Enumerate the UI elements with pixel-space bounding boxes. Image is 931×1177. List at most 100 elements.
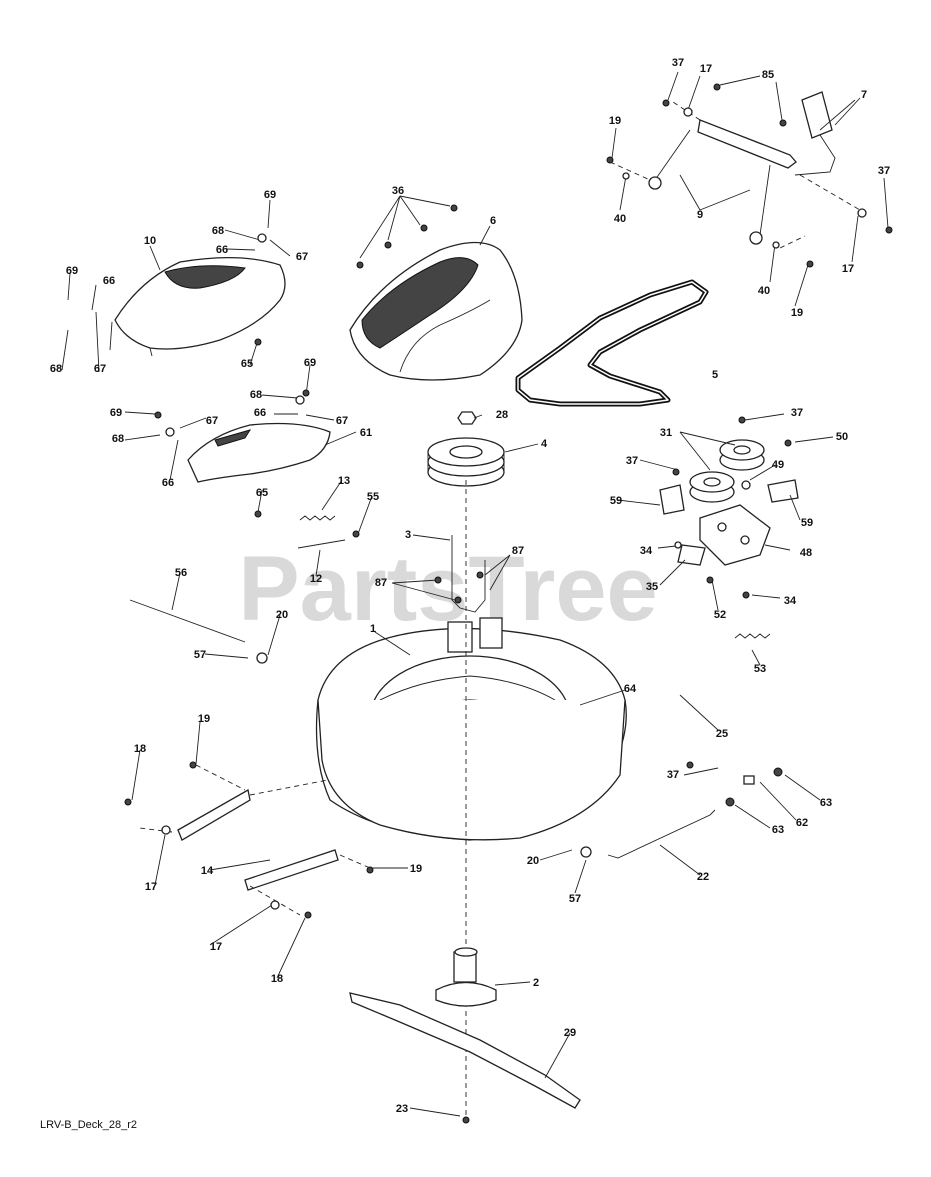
small-rod-part [297,539,346,549]
callout-10: 10 [144,235,156,247]
callout-57b: 57 [569,893,581,905]
callout-29: 29 [564,1027,576,1039]
callout-59: 59 [610,495,622,507]
callout-18b: 18 [271,973,283,985]
callout-48: 48 [800,547,812,559]
callout-23: 23 [396,1103,408,1115]
callout-61: 61 [360,427,372,439]
callout-labels: 37 17 85 7 19 37 40 9 17 40 19 36 6 69 6… [50,57,890,1115]
callout-52: 52 [714,609,726,621]
callout-14: 14 [201,865,214,877]
callout-18: 18 [134,743,146,755]
callout-69d: 69 [110,407,122,419]
lower-cover-part [187,422,331,483]
spring-part [734,633,771,639]
callout-19: 19 [609,115,621,127]
cover-part [349,241,523,381]
callout-19d: 19 [410,863,422,875]
callout-64: 64 [624,683,637,695]
callout-68: 68 [212,225,224,237]
callout-67b: 67 [94,363,106,375]
callout-67c: 67 [336,415,348,427]
callout-34: 34 [640,545,653,557]
callout-17: 17 [700,63,712,75]
idler-bracket-part [659,479,799,566]
idler-pulley-part [689,439,765,503]
callout-5: 5 [712,369,718,381]
callout-49: 49 [772,459,784,471]
callout-37c: 37 [791,407,803,419]
callout-57: 57 [194,649,206,661]
callout-36: 36 [392,185,404,197]
callout-67d: 67 [206,415,218,427]
hardware-parts [124,83,893,1124]
callout-65: 65 [241,358,253,370]
right-rod-part [607,809,716,859]
callout-17d: 17 [210,941,222,953]
callout-17c: 17 [145,881,157,893]
callout-13: 13 [338,475,350,487]
callout-66b: 66 [103,275,115,287]
callout-1: 1 [370,623,376,635]
callout-12: 12 [310,573,322,585]
belt-part [515,279,709,407]
callout-4: 4 [541,438,548,450]
spindle-part [435,947,497,1007]
callout-55: 55 [367,491,379,503]
callout-6: 6 [490,215,496,227]
callout-63b: 63 [772,824,784,836]
callout-35: 35 [646,581,658,593]
callout-67: 67 [296,251,308,263]
pulley-part [427,437,505,487]
callout-53: 53 [754,663,766,675]
callout-28: 28 [496,409,508,421]
callout-56: 56 [175,567,187,579]
callout-40b: 40 [758,285,770,297]
callout-87b: 87 [375,577,387,589]
callout-19b: 19 [791,307,803,319]
callout-62: 62 [796,817,808,829]
callout-50: 50 [836,431,848,443]
callout-40: 40 [614,213,626,225]
callout-7: 7 [861,89,867,101]
lift-linkage-part [609,91,861,249]
callout-37e: 37 [667,769,679,781]
spring-part-13 [299,515,336,521]
callout-66c: 66 [254,407,266,419]
blade-part [349,992,581,1109]
rod-part [451,535,486,613]
callout-17b: 17 [842,263,854,275]
callout-34b: 34 [784,595,797,607]
callout-68b: 68 [50,363,62,375]
callout-25: 25 [716,728,728,740]
callout-20b: 20 [527,855,539,867]
callout-20: 20 [276,609,288,621]
callout-69: 69 [264,189,276,201]
callout-66d: 66 [162,477,174,489]
callout-3: 3 [405,529,411,541]
callout-9: 9 [697,209,703,221]
callout-37b: 37 [878,165,890,177]
callout-59b: 59 [801,517,813,529]
callout-87: 87 [512,545,524,557]
bracket-part [139,764,371,916]
deck-part [315,617,627,841]
nut-part [457,411,477,425]
callout-85: 85 [762,69,774,81]
left-rod-part [129,599,246,643]
callout-2: 2 [533,977,539,989]
drawing-code: LRV-B_Deck_28_r2 [40,1119,137,1131]
callout-69b: 69 [66,265,78,277]
callout-69c: 69 [304,357,316,369]
callout-37d: 37 [626,455,638,467]
callout-66: 66 [216,244,228,256]
callout-63: 63 [820,797,832,809]
callout-31: 31 [660,427,672,439]
callout-22: 22 [697,871,709,883]
callout-68d: 68 [112,433,124,445]
left-cover-part [109,257,286,357]
callout-68c: 68 [250,389,262,401]
callout-37: 37 [672,57,684,69]
leader-lines [61,71,889,1117]
